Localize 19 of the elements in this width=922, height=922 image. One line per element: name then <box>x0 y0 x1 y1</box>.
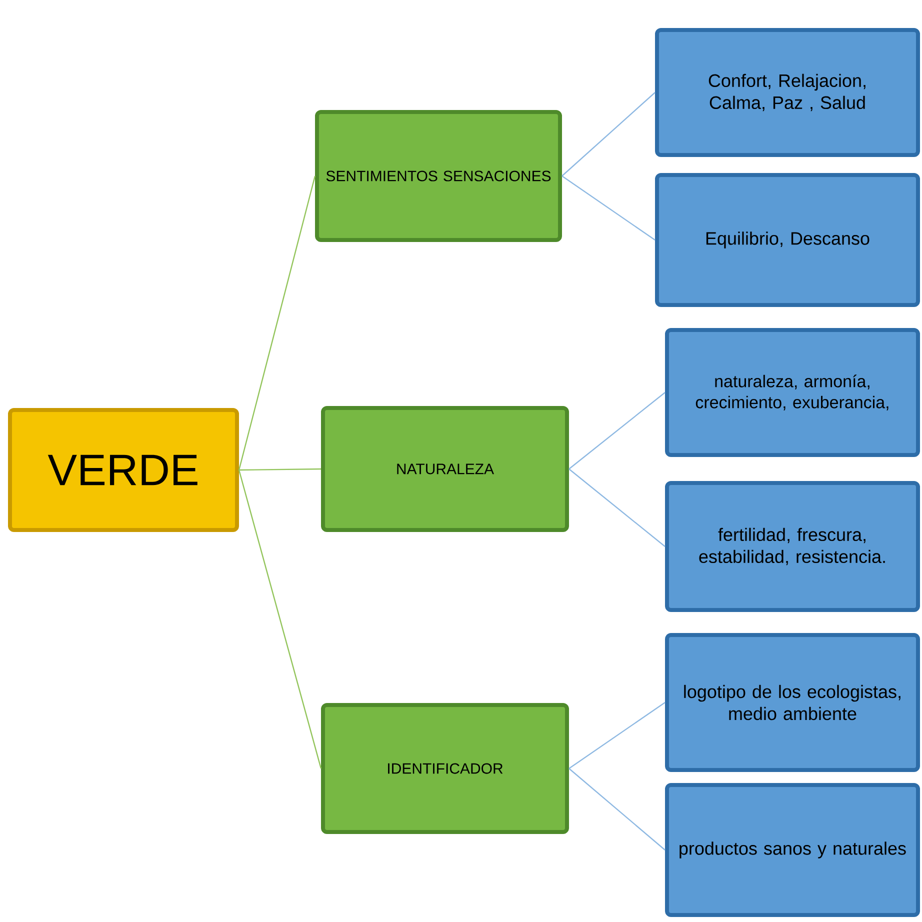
category-box: NATURALEZA <box>321 406 569 532</box>
leaf-box: Equilibrio, Descanso <box>655 173 920 307</box>
leaf-box: fertilidad, frescura, estabilidad, resistencia. <box>665 481 920 612</box>
connector-line <box>238 470 322 769</box>
leaf-box: Confort, Relajacion, Calma, Paz , Salud <box>655 28 920 157</box>
connector-line <box>239 468 321 471</box>
connector-line <box>568 392 666 470</box>
leaf-box: logotipo de los ecologistas, medio ambiente <box>665 633 920 772</box>
connector-line <box>568 768 666 850</box>
category-box: IDENTIFICADOR <box>321 703 569 834</box>
leaf-box: productos sanos y naturales <box>665 783 920 917</box>
connector-line <box>562 92 656 176</box>
connector-line <box>568 702 666 769</box>
leaf-box: naturaleza, armonía, crecimiento, exuberancia, <box>665 328 920 457</box>
connector-line <box>562 176 656 240</box>
connector-line <box>568 468 666 547</box>
connector-line <box>238 176 316 470</box>
root-box: VERDE <box>8 408 239 532</box>
category-box: SENTIMIENTOS SENSACIONES <box>315 110 562 242</box>
